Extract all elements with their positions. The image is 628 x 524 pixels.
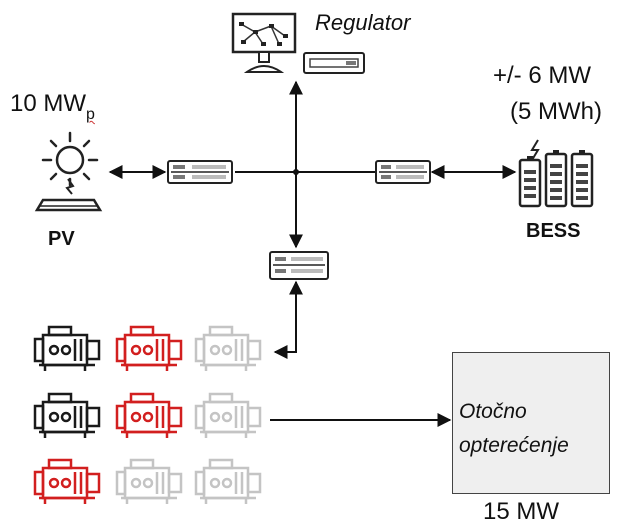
pv-label: PV	[48, 228, 75, 250]
regulator-label: Regulator	[315, 10, 411, 35]
generator-icon	[115, 325, 183, 371]
converter-icon	[269, 251, 329, 280]
pv-power-value: 10 MW	[10, 90, 87, 117]
bess-power-label: +/- 6 MW	[493, 62, 592, 89]
generator-icon	[194, 392, 262, 438]
converter-icon	[167, 160, 233, 184]
load-power-label: 15 MW	[483, 498, 560, 524]
battery-storage-icon	[518, 139, 594, 208]
generator-icon	[194, 325, 262, 371]
generator-grid	[33, 325, 262, 504]
generator-icon	[115, 458, 183, 504]
controller-icon	[303, 52, 365, 74]
pv-power-label: 10 MWp	[10, 90, 95, 123]
converter-icon	[375, 160, 431, 184]
load-label-line2: opterećenje	[459, 434, 569, 457]
bess-energy-label: (5 MWh)	[510, 98, 602, 125]
load-label-line1: Otočno	[459, 400, 527, 423]
bess-label: BESS	[526, 220, 581, 242]
generator-icon	[115, 392, 183, 438]
generator-icon	[33, 458, 101, 504]
generator-icon	[33, 325, 101, 371]
pv-power-subscript: p	[86, 106, 95, 123]
solar-panel-icon	[34, 131, 103, 212]
island-load-box	[452, 352, 610, 494]
monitor-icon	[231, 12, 297, 73]
connection-lines	[108, 80, 517, 427]
generator-icon	[194, 458, 262, 504]
arrow-converter-generators	[273, 280, 303, 359]
bus-node	[293, 169, 299, 175]
generator-icon	[33, 392, 101, 438]
